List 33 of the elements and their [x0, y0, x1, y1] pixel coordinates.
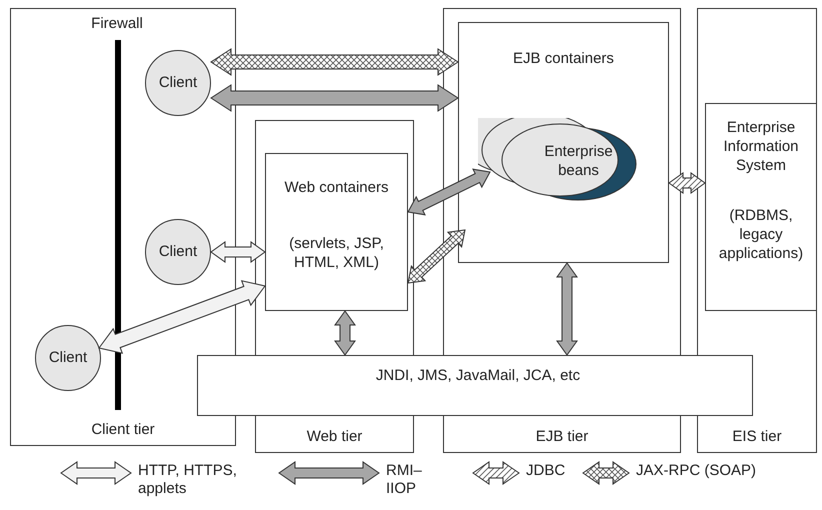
tier-box	[697, 8, 817, 453]
double-arrow	[210, 241, 266, 263]
container-box	[705, 103, 817, 311]
container-box	[265, 153, 408, 311]
container-box	[458, 22, 669, 263]
double-arrow	[334, 310, 356, 356]
legend-label: JAX-RPC (SOAP)	[636, 462, 756, 480]
double-arrow	[210, 84, 459, 112]
double-arrow	[407, 229, 466, 284]
container-note: (servlets, JSP, HTML, XML)	[288, 234, 385, 272]
legend-label: RMI–IIOP	[386, 462, 423, 498]
firewall-label: Firewall	[90, 14, 144, 33]
client-circle: Client	[145, 50, 211, 116]
container-label: EJB containers	[512, 49, 615, 68]
tier-label: EIS tier	[731, 427, 783, 446]
legend-label: HTTP, HTTPS, applets	[138, 462, 238, 498]
client-circle: Client	[145, 219, 211, 285]
double-arrow	[210, 48, 459, 76]
beans-label: Enterprise beans	[543, 142, 614, 180]
double-arrow	[98, 280, 266, 354]
service-box: JNDI, JMS, JavaMail, JCA, etc	[197, 355, 753, 416]
tier-label: Web tier	[306, 427, 364, 446]
container-label: Enterprise Information System	[722, 118, 800, 175]
double-arrow	[556, 262, 578, 356]
double-arrow	[668, 172, 706, 194]
container-label: Web containers	[284, 178, 390, 197]
tier-label: Client tier	[90, 420, 156, 439]
tier-label: EJB tier	[534, 427, 590, 446]
double-arrow	[407, 168, 491, 216]
legend-label: JDBC	[526, 462, 566, 480]
tier-box	[10, 8, 236, 446]
client-circle: Client	[35, 325, 101, 391]
container-note: (RDBMS, legacy applications)	[718, 206, 804, 263]
